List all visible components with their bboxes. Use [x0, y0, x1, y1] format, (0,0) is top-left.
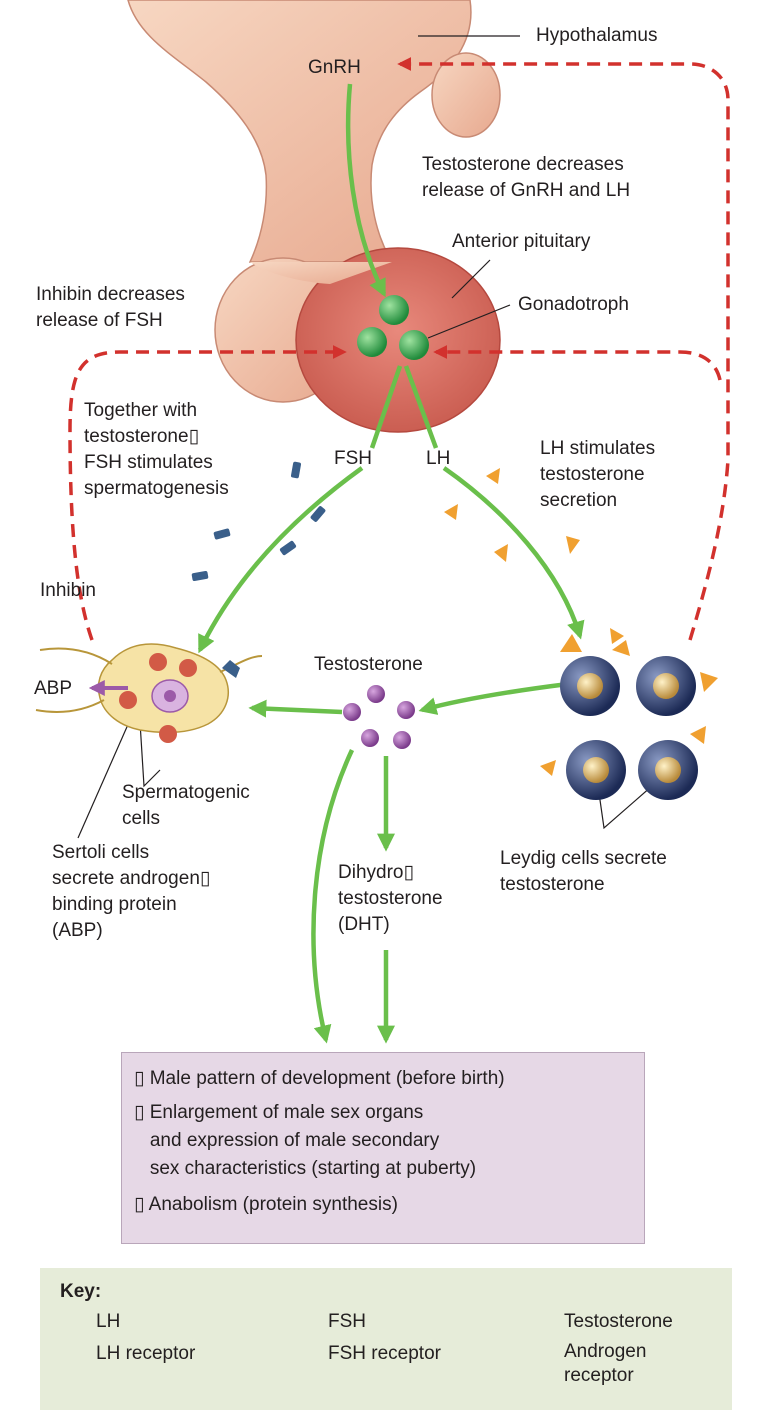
spermatogenic-cells-label: Spermatogenic cells — [122, 782, 250, 829]
sertoli-cell — [35, 643, 263, 743]
fsh-label: FSH — [334, 448, 372, 469]
gonadotroph-cells — [357, 295, 429, 360]
lh-molecules — [444, 468, 624, 644]
key-androgen-receptor-label: Androgen receptor — [564, 1341, 647, 1386]
gnrh-label: GnRH — [308, 57, 361, 78]
effect-item: ▯ Anabolism (protein synthesis) — [134, 1194, 398, 1215]
anterior-pituitary-label: Anterior pituitary — [452, 231, 591, 252]
abp-label: ABP — [34, 678, 73, 699]
inhibitory-feedback — [68, 57, 730, 641]
effect-item: and expression of male secondary — [134, 1130, 440, 1151]
lh-action-label: LH stimulates testosterone secretion — [540, 438, 656, 511]
fsh-action-label: Together with testosterone▯ FSH stimulat… — [84, 400, 229, 499]
stimulatory-arrows — [197, 83, 585, 1044]
hypothalamus-label: Hypothalamus — [536, 25, 658, 46]
effect-item: ▯ Enlargement of male sex organs — [134, 1102, 424, 1123]
testosterone-label: Testosterone — [314, 654, 423, 675]
sertoli-cells-label: Sertoli cells secrete androgen▯ binding … — [52, 842, 211, 941]
pituitary-gland — [214, 247, 501, 433]
testosterone-effects-box: ▯ Male pattern of development (before bi… — [121, 1052, 645, 1244]
testosterone-feedback-label: Testosterone decreases release of GnRH a… — [422, 154, 631, 201]
inhibin-label: Inhibin — [40, 580, 96, 601]
key-title: Key: — [60, 1281, 102, 1302]
lh-label: LH — [426, 448, 451, 469]
leydig-cells — [540, 634, 718, 800]
leydig-cells-label: Leydig cells secrete testosterone — [500, 848, 667, 895]
dht-label: Dihydro▯ testosterone (DHT) — [338, 862, 443, 935]
key-lh-label: LH — [96, 1311, 121, 1332]
hypothalamus-tissue — [127, 0, 501, 263]
inhibin-feedback-label: Inhibin decreases release of FSH — [36, 284, 185, 331]
key-fsh-receptor-label: FSH receptor — [328, 1343, 441, 1364]
leader-lines — [77, 35, 653, 839]
testosterone-molecules — [343, 685, 415, 749]
effect-item: sex characteristics (starting at puberty… — [134, 1158, 477, 1179]
fsh-molecules — [191, 461, 326, 582]
key-lh-receptor-label: LH receptor — [96, 1343, 196, 1364]
effect-item: ▯ Male pattern of development (before bi… — [134, 1068, 505, 1089]
key-legend: Key: LH LH receptor FSH FSH receptor Tes… — [40, 1268, 732, 1410]
key-fsh-label: FSH — [328, 1311, 366, 1332]
gonadotroph-label: Gonadotroph — [518, 294, 629, 315]
key-testosterone-label: Testosterone — [564, 1311, 673, 1332]
